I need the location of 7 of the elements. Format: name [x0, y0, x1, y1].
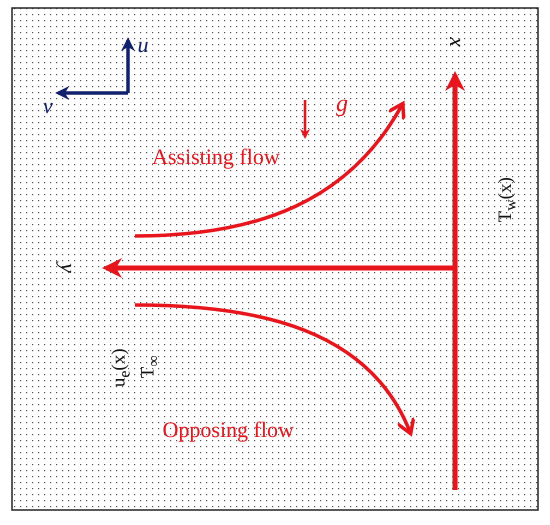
flow-label: Opposing flow — [162, 419, 294, 441]
flow-label: Assisting flow — [152, 146, 280, 168]
gravity-label: g — [336, 92, 348, 116]
axis-label: v — [43, 95, 53, 117]
axis-label: y — [56, 263, 79, 273]
axis-label: x — [446, 37, 468, 47]
axis-label: u — [138, 34, 148, 56]
